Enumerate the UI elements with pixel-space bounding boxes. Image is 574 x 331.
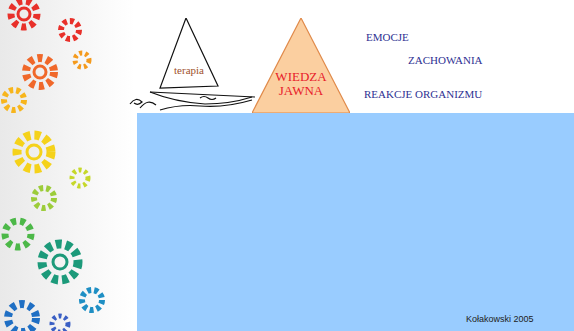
iceberg-tip-outline [252,18,350,113]
sail-shape [160,18,218,88]
boat-hull [130,92,255,110]
source-note: Kołakowski 2005 [466,314,534,324]
body-label: REAKCJE ORGANIZMU [364,88,482,100]
behaviour-label: ZACHOWANIA [408,54,483,66]
node-text: terapia [166,64,212,76]
gear-strip [0,0,135,331]
iceberg-tip: WIEDZA JAWNA [252,18,350,113]
emotion-label: EMOCJE [366,31,409,43]
iceberg-tip-shape [252,18,350,113]
sail: terapia [158,18,220,90]
node-text: WIEDZA JAWNA [270,70,332,99]
gears [4,1,102,331]
water [137,113,574,331]
sail-outline [158,18,220,90]
